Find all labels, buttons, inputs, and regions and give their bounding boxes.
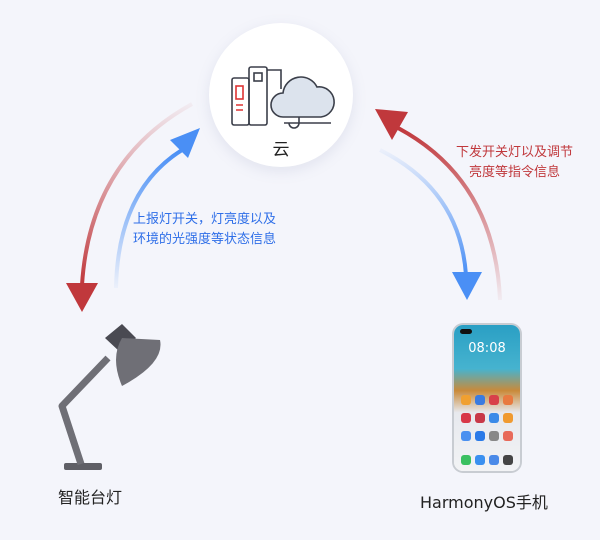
phone-time: 08:08 bbox=[468, 341, 506, 356]
blue-arrowhead-right bbox=[452, 272, 482, 300]
red-arrowhead-left bbox=[66, 283, 98, 312]
phone-downlink-arrow bbox=[379, 148, 468, 276]
lamp-downlink-arrow bbox=[80, 102, 193, 286]
cloud-label: 云 bbox=[272, 140, 290, 160]
downlink-caption: 下发开关灯以及调节 亮度等指令信息 bbox=[456, 143, 573, 183]
downlink-caption-line2: 亮度等指令信息 bbox=[469, 165, 561, 180]
red-arrowhead-right bbox=[375, 109, 408, 140]
cloud-server-icon bbox=[231, 66, 335, 129]
lamp-label: 智能台灯 bbox=[58, 488, 123, 507]
cloud-node: 云 bbox=[209, 23, 353, 167]
downlink-caption-line1: 下发开关灯以及调节 bbox=[456, 145, 574, 160]
uplink-caption: 上报灯开关，灯亮度以及 环境的光强度等状态信息 bbox=[133, 210, 276, 250]
smartphone-icon: 08:08 bbox=[454, 325, 520, 471]
uplink-caption-line1: 上报灯开关，灯亮度以及 bbox=[133, 212, 277, 227]
phone-uplink-arrow bbox=[397, 126, 502, 301]
phone-label: HarmonyOS手机 bbox=[420, 493, 548, 512]
lamp-uplink-arrow bbox=[114, 148, 184, 289]
blue-arrowhead-left bbox=[170, 128, 200, 158]
desk-lamp-icon bbox=[58, 324, 161, 470]
uplink-caption-line2: 环境的光强度等状态信息 bbox=[133, 232, 277, 247]
